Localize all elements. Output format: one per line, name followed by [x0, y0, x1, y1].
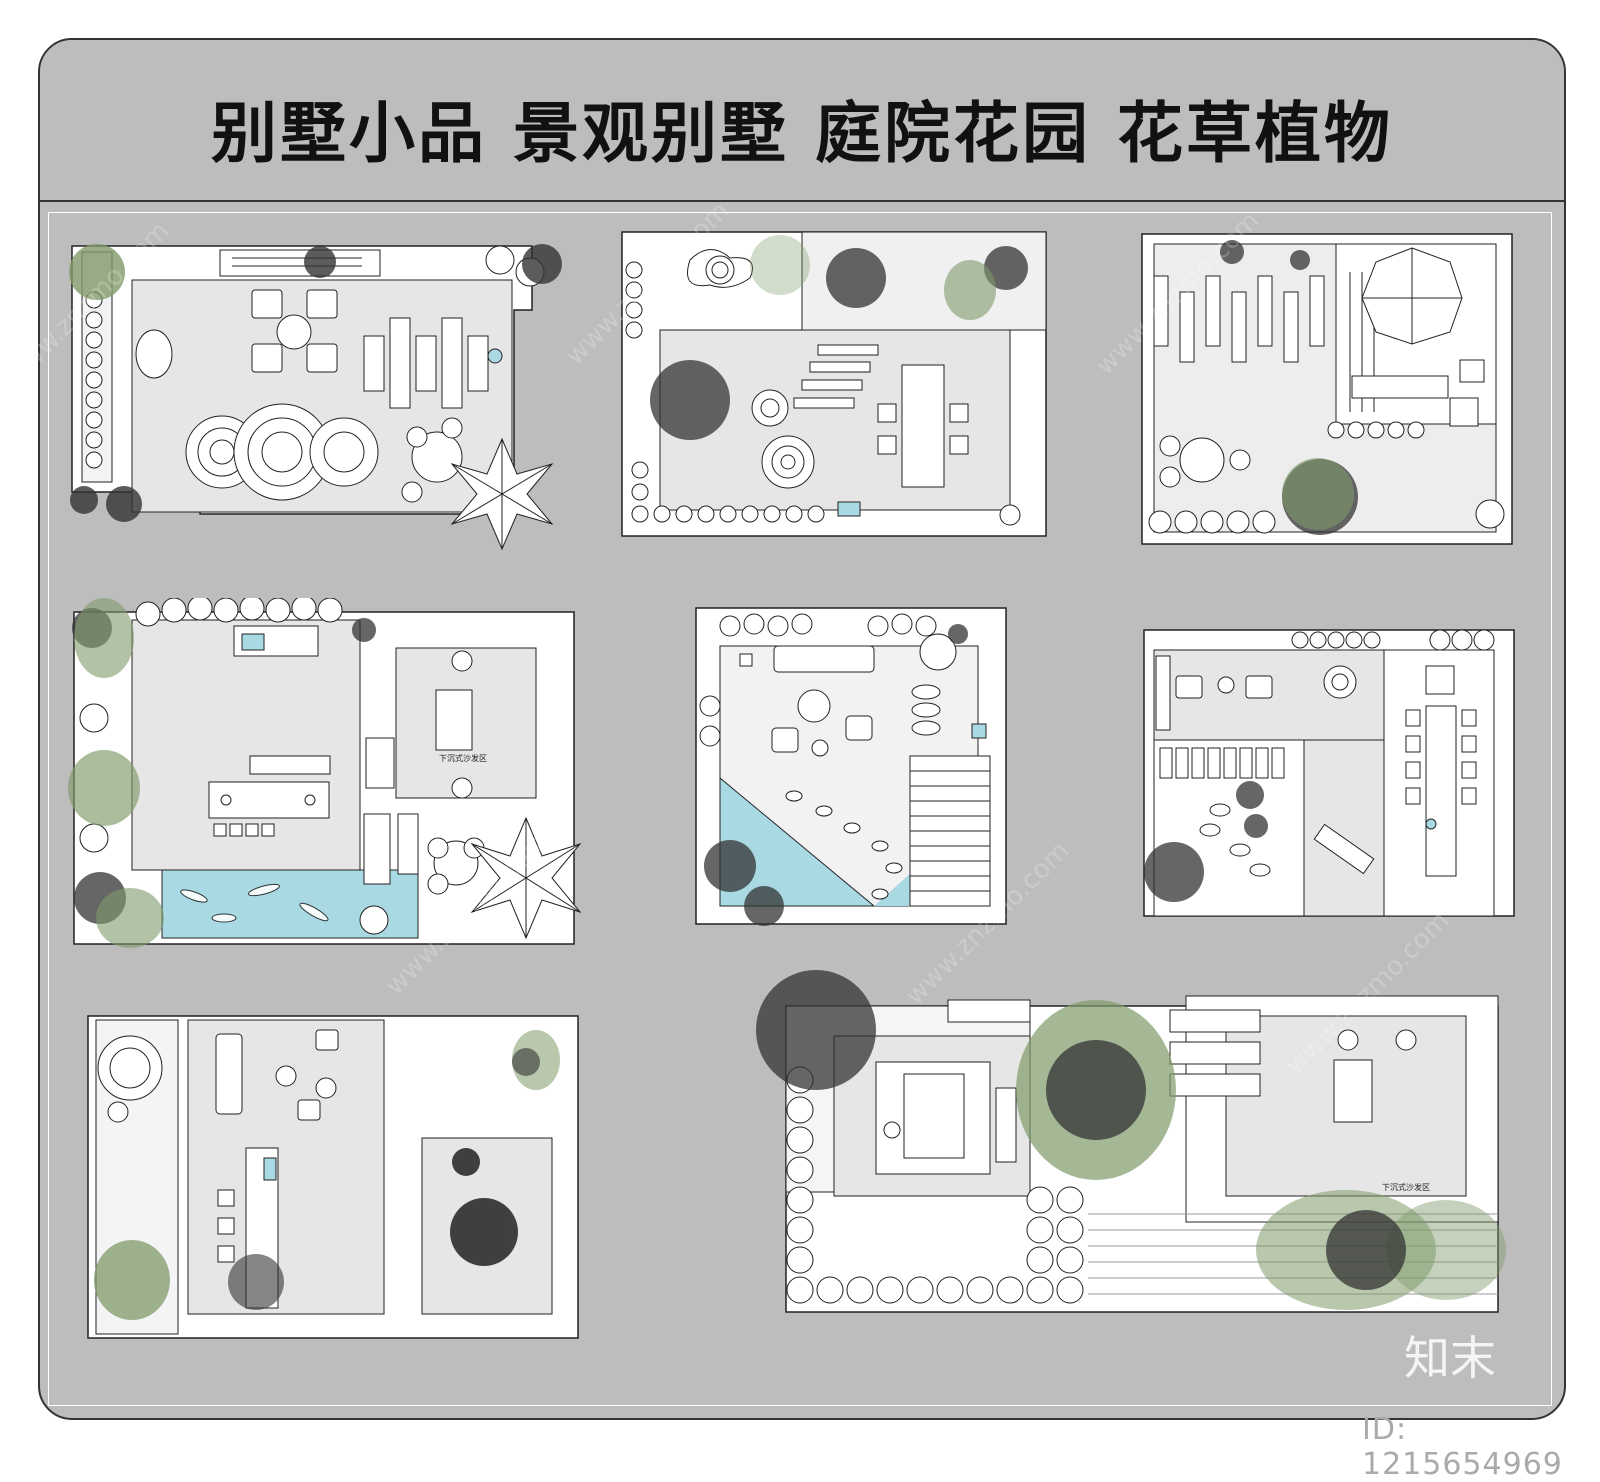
courtyard-plan-3 — [1140, 232, 1520, 548]
courtyard-plan-2 — [620, 230, 1050, 540]
page-title: 别墅小品 景观别墅 庭院花园 花草植物 — [211, 95, 1393, 172]
watermark-id: ID: 1215654969 — [1362, 1412, 1563, 1482]
courtyard-plan-7 — [86, 1012, 588, 1352]
title-bar: 别墅小品 景观别墅 庭院花园 花草植物 — [40, 40, 1564, 202]
courtyard-plan-1 — [62, 232, 562, 562]
courtyard-plan-8 — [726, 950, 1516, 1330]
watermark-logo: 知末 — [1404, 1331, 1496, 1385]
sunken-seating-label-b: 下沉式沙发区 — [1382, 1183, 1430, 1192]
courtyard-plan-5 — [694, 606, 1018, 956]
sunken-seating-label-a: 下沉式沙发区 — [439, 754, 487, 763]
courtyard-plan-6 — [1140, 610, 1520, 930]
courtyard-plan-4 — [64, 598, 594, 958]
